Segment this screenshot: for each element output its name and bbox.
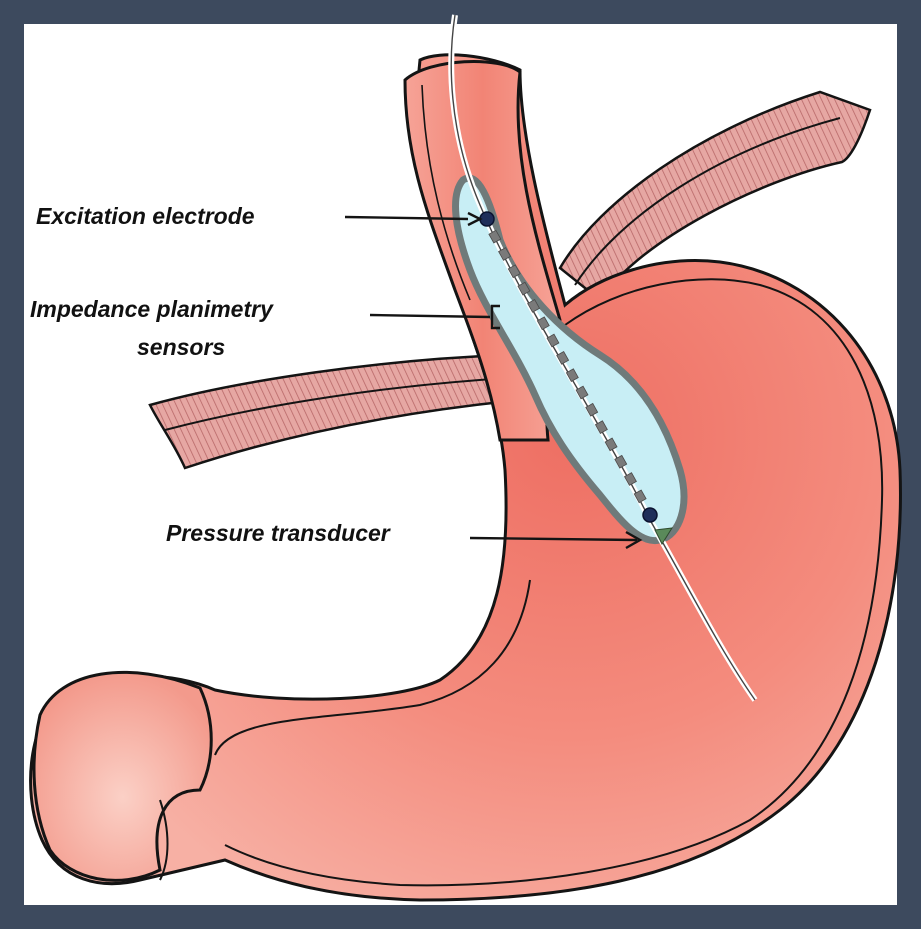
label-excitation-electrode: Excitation electrode (36, 205, 255, 228)
label-impedance-planimetry: Impedance planimetry (30, 298, 273, 321)
diaphragm-left-band (150, 355, 520, 468)
excitation-electrode-bottom (643, 508, 657, 522)
label-pressure-transducer: Pressure transducer (166, 522, 390, 545)
label-impedance-sensors: sensors (137, 336, 225, 359)
